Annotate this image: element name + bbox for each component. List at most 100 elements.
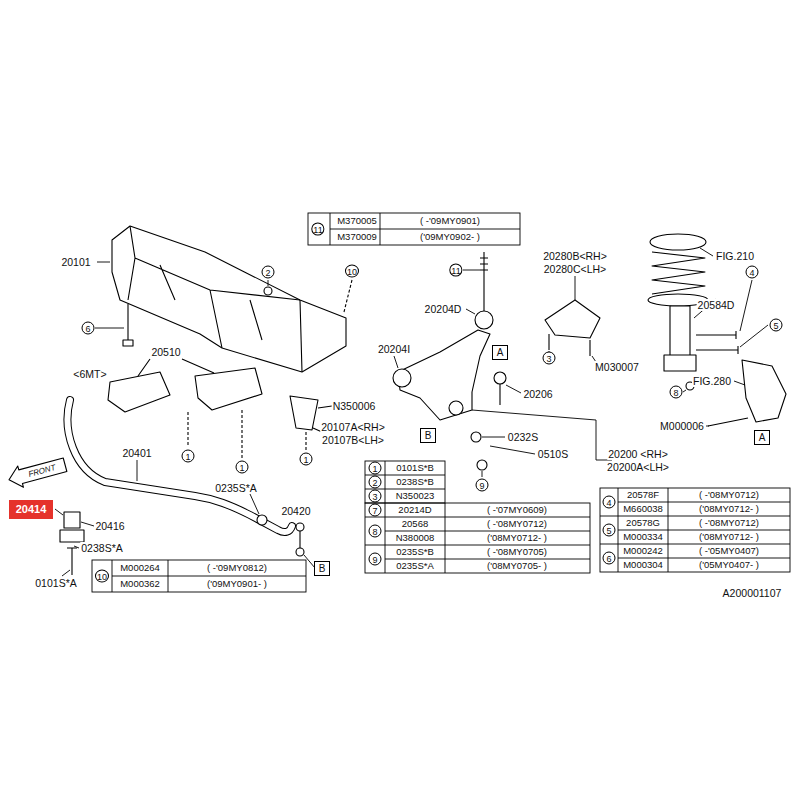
part-number: 20280B<RH> (542, 250, 608, 262)
table-grid (365, 461, 445, 503)
part-number: 20101 (60, 256, 91, 268)
link-ball (296, 548, 304, 556)
part-number: 20200A<LH> (606, 461, 670, 473)
table-cell: M370005 (336, 216, 378, 227)
table-cell: ('08MY0712- ) (486, 533, 548, 544)
part-number: <6MT> (72, 368, 107, 380)
reference-box: B (314, 561, 330, 576)
table-border (308, 213, 520, 245)
leader-line (55, 248, 768, 576)
bolt (696, 331, 738, 354)
callout-number: 9 (369, 553, 382, 566)
part-number: 20510 (150, 346, 181, 358)
callout-number: 5 (770, 319, 783, 332)
bracket (290, 396, 318, 430)
callout-number: 4 (603, 496, 616, 509)
bolt (471, 432, 481, 442)
stabilizer-link (299, 530, 300, 548)
callout-number: 2 (369, 476, 382, 489)
table-cell: 0101S*B (395, 463, 435, 474)
part-number: FIG.210 (715, 250, 755, 262)
part-number: 0235S*A (214, 482, 257, 494)
table-cell: N350023 (395, 491, 436, 502)
table-border (365, 503, 590, 573)
table-cell: ( -'08MY0712) (698, 518, 760, 529)
table-cell: ( -'09MY0812) (206, 563, 268, 574)
table-cell: M370009 (336, 232, 378, 243)
bracket (545, 300, 600, 338)
table-cell: ( -'07MY0609) (486, 505, 548, 516)
node-text: A (759, 432, 766, 443)
ball-stud (494, 372, 506, 384)
nut (257, 515, 267, 525)
callout-number: 8 (670, 386, 683, 399)
parts-tables (92, 213, 790, 592)
bracket-plate (195, 368, 262, 410)
callout-number: 3 (369, 490, 382, 503)
table-cell: ('08MY0712- ) (698, 532, 760, 543)
part-number: 20200 <RH> (607, 448, 669, 460)
part-number: 20584D (697, 299, 736, 311)
table-cell: M000242 (622, 546, 664, 557)
knuckle (742, 360, 786, 422)
table-cell: M000334 (622, 532, 664, 543)
table-cell: ( -'08MY0712) (486, 519, 548, 530)
table-cell: ('09MY0901- ) (206, 579, 268, 590)
illustration-lines (6, 226, 786, 576)
part-number: 0238S*A (80, 542, 123, 554)
bushing (393, 369, 411, 387)
crossmember (112, 226, 346, 372)
part-number: FIG.280 (692, 375, 732, 387)
table-cell: ( -'08MY0712) (698, 490, 760, 501)
crossmember-rib (128, 226, 302, 372)
part-number: M030007 (594, 361, 640, 373)
bracket-line (138, 359, 214, 376)
callout-number: 10 (95, 570, 109, 583)
table-cell: 20578F (626, 490, 660, 501)
bracket-plate (108, 372, 170, 412)
node-text: A (497, 347, 504, 358)
callout-number: 11 (311, 223, 324, 236)
table-cell: M000362 (119, 579, 161, 590)
nut (264, 287, 272, 295)
part-number: 20416 (94, 520, 125, 532)
nut (477, 460, 487, 470)
node-text: B (425, 430, 432, 441)
bolt (344, 280, 352, 312)
part-number: 0510S (537, 448, 569, 460)
highlighted-part-number: 20414 (9, 500, 53, 519)
front-arrow (6, 454, 68, 490)
part-number: 20420 (280, 505, 311, 517)
table-border (92, 560, 306, 592)
reference-box: A (492, 345, 508, 360)
callout-number: 1 (369, 462, 382, 475)
callout-number: 1 (236, 461, 249, 474)
table-cell: 20214D (397, 505, 432, 516)
table-cell: ('08MY0705- ) (486, 561, 548, 572)
part-number: N350006 (332, 400, 377, 412)
table-cell: N380008 (395, 533, 436, 544)
part-number: 20204D (424, 303, 463, 315)
table-cell: 20578G (625, 518, 661, 529)
part-number: A200001107 (722, 587, 783, 599)
callout-number: 2 (262, 266, 275, 279)
strut-bracket (664, 355, 696, 371)
bushing-bracket (60, 530, 84, 542)
table-cell: ('05MY0407- ) (698, 560, 760, 571)
callout-number: 6 (603, 552, 616, 565)
bushing (449, 401, 463, 415)
callout-number: 9 (476, 479, 489, 492)
stud (480, 252, 488, 311)
table-cell: M000264 (119, 563, 161, 574)
strut-mount (650, 234, 706, 250)
bolt (123, 304, 133, 346)
table-grid (112, 560, 306, 592)
bushing (64, 512, 80, 528)
part-number: 20107A<RH> (320, 421, 386, 433)
node-text: B (319, 563, 326, 574)
ball-joint (475, 311, 493, 329)
part-number: 20107B<LH> (321, 434, 385, 446)
part-number: 0101S*A (34, 577, 77, 589)
ball-stud (499, 384, 500, 405)
